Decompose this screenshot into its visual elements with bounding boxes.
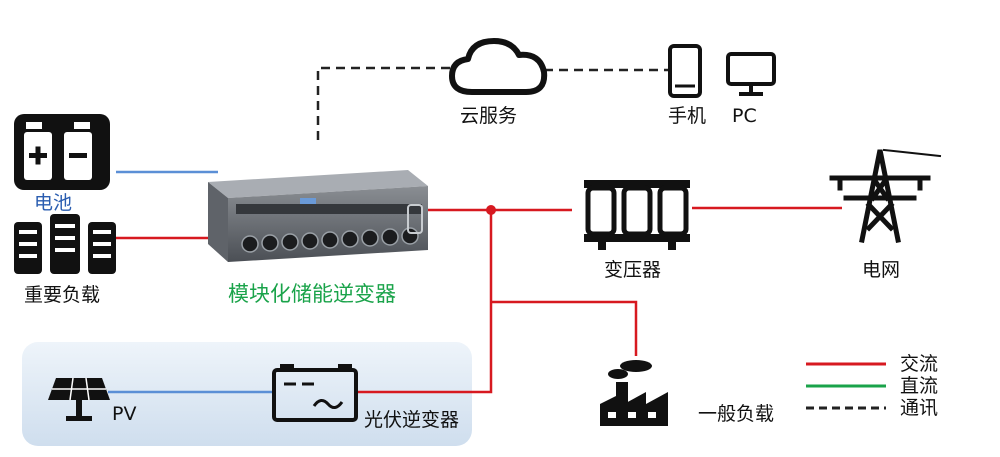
cloud-icon [449,38,548,95]
legend-ac-label: 交流 [900,353,938,375]
battery-label: 电池 [34,192,72,214]
important-load-label: 重要负载 [24,284,100,306]
server-rack-icon [14,214,116,274]
pv-area-panel [22,342,472,446]
comm-line-inverter-cloud [316,66,456,140]
legend: 交流 直流 通讯 [806,353,938,419]
pv-label: PV [112,403,136,425]
grid-label: 电网 [862,259,900,281]
inverter-label: 模块化储能逆变器 [228,282,396,306]
phone-icon [668,44,702,98]
ac-line-general-load [491,300,638,356]
legend-comm-label: 通讯 [900,397,938,419]
power-tower-icon [829,148,942,243]
ac-bus-junction [486,205,496,215]
ac-line-bus-down [356,210,493,394]
monitor-icon [726,52,776,96]
battery-icon [14,114,110,190]
factory-icon [600,360,668,426]
phone-label: 手机 [668,105,706,127]
solar-panel-icon [48,377,110,421]
legend-dc-label: 直流 [900,375,938,397]
pv-inverter-icon [272,364,358,422]
pv-inverter-label: 光伏逆变器 [364,409,459,431]
transformer-icon [584,180,690,250]
general-load-label: 一般负载 [698,403,774,425]
pc-label: PC [732,105,757,127]
transformer-label: 变压器 [604,259,661,281]
cloud-label: 云服务 [460,105,517,127]
inverter-cabinet-image [208,170,428,262]
